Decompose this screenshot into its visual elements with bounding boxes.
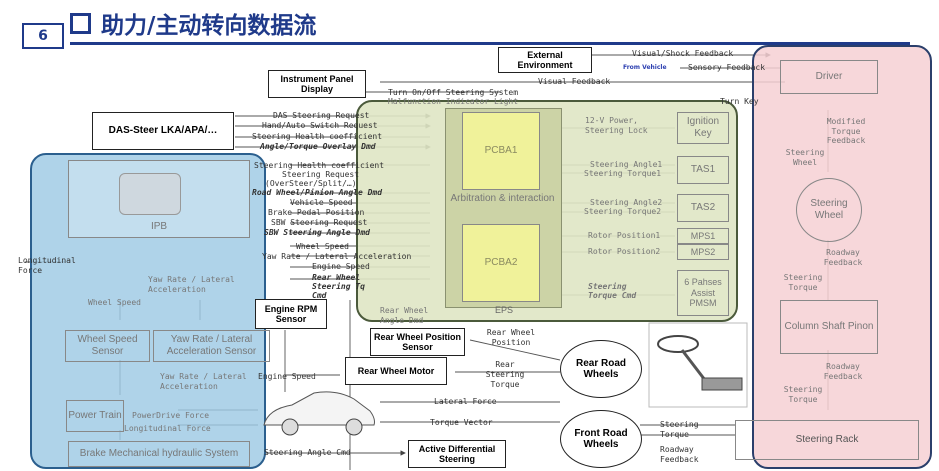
engine-rpm-sensor-node: Engine RPM Sensor [255, 299, 327, 329]
steering-torque-front-label: Steering Torque [660, 420, 699, 439]
power-steering-lock-label: 12-V Power, Steering Lock [585, 116, 648, 135]
yaw-rate-lat-acc-label: Yaw Rate / Lateral Acceleration [148, 275, 235, 294]
ignition-key-node: Ignition Key [677, 112, 729, 144]
steering-column-icon [648, 322, 748, 408]
modified-torque-feedback-label: Modified Torque Feedback [826, 117, 866, 146]
steering-rack-node: Steering Rack [735, 420, 919, 460]
active-differential-steering-node: Active Differential Steering [408, 440, 506, 468]
column-shaft-node: Column Shaft Pinon [780, 300, 878, 354]
hand-auto-switch-label: Hand/Auto Switch Request [262, 121, 378, 130]
rear-steering-torque-label: Rear Steering Torque [485, 360, 525, 389]
yaw-rate-sensor-node: Yaw Rate / Lateral Acceleration Sensor [153, 330, 270, 362]
from-vehicle-label: From Vehicle [623, 64, 667, 71]
rear-wheel-steering-label: Rear Wheel Steering Tq Cmd [312, 273, 365, 300]
rear-wheel-position-label: Rear Wheel Position [486, 328, 536, 347]
longitudinal-force-label: Longitudinal Force [18, 256, 76, 275]
torque-vector-label: Torque Vector [430, 418, 493, 427]
brake-pedal-position-label: Brake Pedal Position [268, 208, 365, 217]
steering-angle1-label: Steering Angle1 [590, 160, 663, 169]
steering-request-label: Steering Request [282, 170, 360, 179]
roadway-feedback-2-label: Roadway Feedback [823, 362, 863, 381]
angle-torque-overlay-label: Angle/Torque Overlay Dmd [260, 142, 376, 151]
steering-health-label: Steering Health coefficient [252, 132, 383, 141]
rotor-position1-label: Rotor Position1 [588, 231, 661, 240]
wheel-speed-sensor-node: Wheel Speed Sensor [65, 330, 150, 362]
ipb-label: IPB [150, 221, 168, 232]
external-environment-node: External Environment [498, 47, 592, 73]
instrument-panel-node: Instrument Panel Display [268, 70, 366, 98]
visual-feedback-label: Visual Feedback [538, 77, 611, 86]
engine-speed-2-label: Engine Speed [258, 372, 316, 381]
tas1-node: TAS1 [677, 156, 729, 184]
brake-mechanical-node: Brake Mechanical hydraulic System [68, 441, 250, 467]
car-icon [263, 391, 375, 436]
slide-title: 助力/主动转向数据流 [101, 13, 317, 39]
lateral-force-label: Lateral Force [434, 397, 497, 406]
title-bullet-icon [70, 12, 91, 34]
driver-region [752, 45, 932, 469]
roadway-feedback-label: Roadway Feedback [823, 248, 863, 267]
mps1-node: MPS1 [677, 228, 729, 244]
yaw-rate-lat-acc-2-label: Yaw Rate / Lateral Acceleration [160, 372, 247, 391]
slide-number: 6 [22, 23, 64, 49]
das-steering-request-label: DAS Steering Request [273, 111, 370, 120]
steering-angle-cmd-label: Steering Angle Cmd [264, 448, 351, 457]
engine-speed-label: Engine Speed [312, 262, 370, 271]
longitudinal-force-2-label: Longitudinal Force [124, 424, 211, 433]
wheel-speed-label: Wheel Speed [296, 242, 349, 251]
wheel-speed-left-label: Wheel Speed [88, 298, 141, 307]
driver-node: Driver [780, 60, 878, 94]
vehicle-speed-label: Vehicle Speed [290, 198, 353, 207]
steering-angle2-label: Steering Angle2 [590, 198, 663, 207]
pcba2-node: PCBA2 [462, 224, 540, 302]
rear-wheel-angle-label: Rear Wheel Angle Dmd [380, 306, 429, 325]
roadway-feedback-3-label: Roadway Feedback [660, 445, 699, 464]
pcba1-node: PCBA1 [462, 112, 540, 190]
das-steer-node: DAS-Steer LKA/APA/… [92, 112, 234, 150]
tas2-node: TAS2 [677, 194, 729, 222]
sensory-feedback-label: Sensory Feedback [688, 63, 766, 72]
rear-wheel-position-sensor-node: Rear Wheel Position Sensor [370, 328, 465, 356]
oversteer-label: (OverSteer/Split/…) [265, 179, 357, 188]
power-train-node: Power Train [66, 400, 124, 432]
eps-label: EPS [495, 305, 514, 315]
steering-torque-r2-label: Steering Torque [783, 385, 823, 404]
steering-torque-r-label: Steering Torque [783, 273, 823, 292]
malfunction-light-label: Malfunction Indicator Light [388, 97, 519, 106]
steering-torque1-label: Steering Torque1 [584, 169, 662, 178]
rear-road-wheels-node: Rear Road Wheels [560, 340, 642, 398]
power-drive-force-label: PowerDrive Force [132, 411, 210, 420]
sbw-steering-request-label: SBW Steering Request [271, 218, 368, 227]
turn-onoff-label: Turn On/Off Steering System [388, 88, 519, 97]
sbw-steering-angle-label: SBW Steering Angle Dmd [264, 228, 370, 237]
front-road-wheels-node: Front Road Wheels [560, 410, 642, 468]
steering-torque2-label: Steering Torque2 [584, 207, 662, 216]
steering-health-2-label: Steering Health coefficient [254, 161, 385, 170]
slide-title-wrap: 助力/主动转向数据流 [70, 6, 316, 40]
mps2-node: MPS2 [677, 244, 729, 260]
ipb-unit-icon [119, 173, 181, 215]
ipb-node: IPB [68, 160, 250, 238]
title-underline [70, 42, 910, 45]
arbitration-label: Arbitration & interaction [450, 193, 555, 204]
steering-wheel-node: Steering Wheel [796, 178, 862, 242]
yaw-lateral-label: Yaw Rate / Lateral Acceleration [262, 252, 412, 261]
road-wheel-pinion-label: Road Wheel/Pinion Angle Dmd [252, 188, 383, 197]
turn-key-label: Turn Key [720, 97, 759, 106]
rear-wheel-motor-node: Rear Wheel Motor [345, 357, 447, 385]
steering-torque-cmd-label: Steering Torque Cmd [588, 282, 637, 301]
pmsm-node: 6 Pahses Assist PMSM [677, 270, 729, 316]
visual-shock-feedback-label: Visual/Shock Feedback [632, 49, 734, 58]
steering-wheel-signal-label: Steering Wheel [785, 148, 825, 167]
rotor-position2-label: Rotor Position2 [588, 247, 661, 256]
